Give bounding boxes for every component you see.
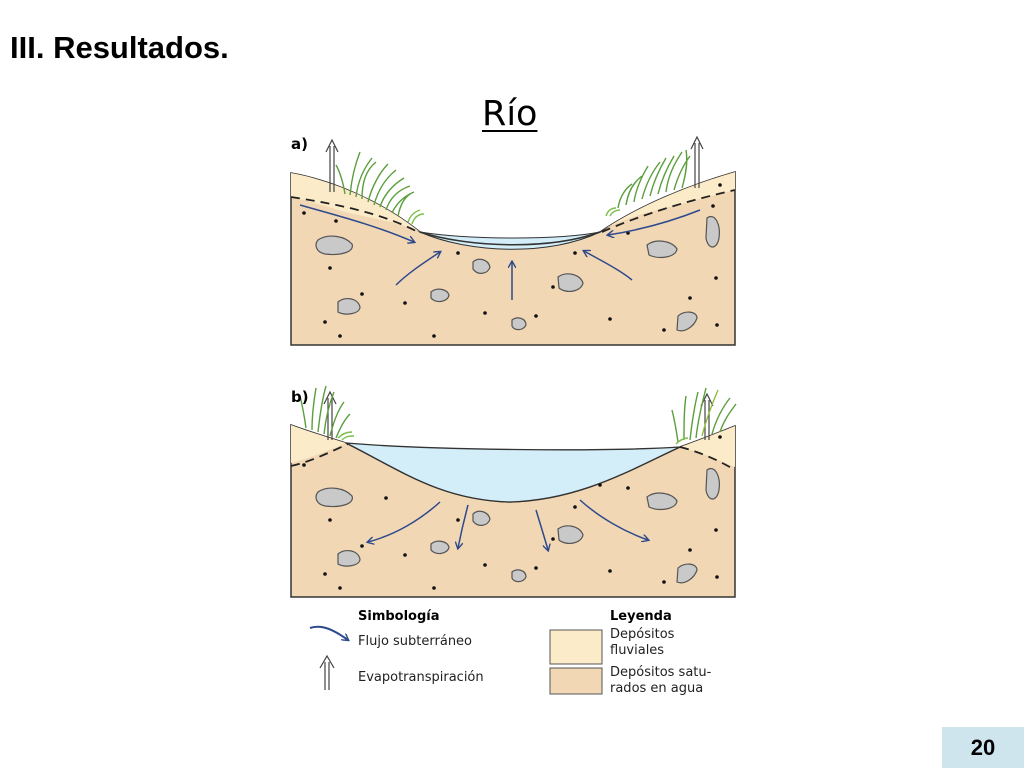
panel-a-fluvial-layer-left: [291, 173, 420, 232]
grass-left: [299, 385, 355, 441]
panel-a-water-table-left: [290, 196, 419, 233]
legend-evapotranspiration-arrow-icon: [319, 654, 335, 690]
panel-b-water-table-right: [679, 446, 736, 471]
flow-arrow: [535, 509, 548, 550]
panel-b-water-table-left: [290, 443, 349, 467]
legend-swatch-fluvial: [549, 629, 603, 665]
grass-left: [335, 151, 425, 225]
slide-title: III. Resultados.: [10, 30, 229, 65]
rock: [676, 563, 698, 584]
symbol-flow-label: Flujo subterráneo: [358, 634, 473, 649]
page-number: 20: [942, 727, 1024, 768]
legend-saturated-label-line1: Depósitos satu-: [610, 665, 712, 680]
panel-a-fluvial-layer-right: [600, 172, 735, 232]
rock: [430, 540, 450, 555]
grass-right: [671, 387, 737, 445]
panel-b-fluvial-layer-left: [291, 425, 346, 463]
sediment-dots: [302, 435, 722, 590]
panel-a-label: a): [291, 135, 308, 153]
flow-arrow: [584, 251, 633, 281]
rock: [511, 317, 527, 331]
legend-title: Leyenda: [610, 609, 672, 624]
symbol-evapotranspiration-label: Evapotranspiración: [358, 670, 484, 685]
legend: [309, 625, 603, 695]
rock: [472, 510, 491, 526]
flow-arrow: [368, 501, 441, 542]
rock: [705, 216, 720, 248]
rock: [646, 492, 678, 511]
sediment-dots: [302, 183, 722, 338]
panel-b-evapo-arrows: [323, 390, 714, 440]
panel-b-water: [345, 442, 681, 503]
flow-arrow: [458, 504, 469, 548]
panel-b-label: b): [291, 388, 309, 406]
panel-b-flow-arrows: [368, 499, 648, 550]
flow-arrow: [395, 252, 440, 286]
panel-a-flow-arrows: [299, 204, 701, 300]
rock: [676, 311, 698, 332]
legend-flow-arrow-icon: [309, 625, 348, 640]
rock: [557, 273, 584, 293]
rock: [557, 525, 584, 545]
rock: [472, 258, 491, 274]
rock: [315, 487, 353, 508]
legend-fluvial-label-line2: fluviales: [610, 643, 665, 658]
legend-saturated-label-line2: rados en agua: [610, 681, 704, 696]
rock: [315, 235, 353, 256]
flow-arrow: [579, 499, 648, 540]
panel-b: [290, 385, 737, 598]
panel-a: [290, 135, 736, 346]
flow-arrow: [299, 204, 414, 242]
symbology-title: Simbología: [358, 609, 440, 624]
rock: [430, 288, 450, 303]
rock: [646, 240, 678, 259]
legend-swatch-saturated: [549, 667, 603, 695]
diagram-title: Río: [482, 94, 538, 134]
rock: [337, 297, 361, 315]
flow-arrow: [608, 209, 701, 235]
grass-right: [605, 149, 691, 217]
rock: [511, 569, 527, 583]
rock: [705, 468, 720, 500]
panel-a-evapo-arrows: [325, 135, 704, 192]
rock: [337, 549, 361, 567]
legend-fluvial-label-line1: Depósitos: [610, 627, 675, 642]
panel-a-water-table-right: [601, 189, 736, 233]
